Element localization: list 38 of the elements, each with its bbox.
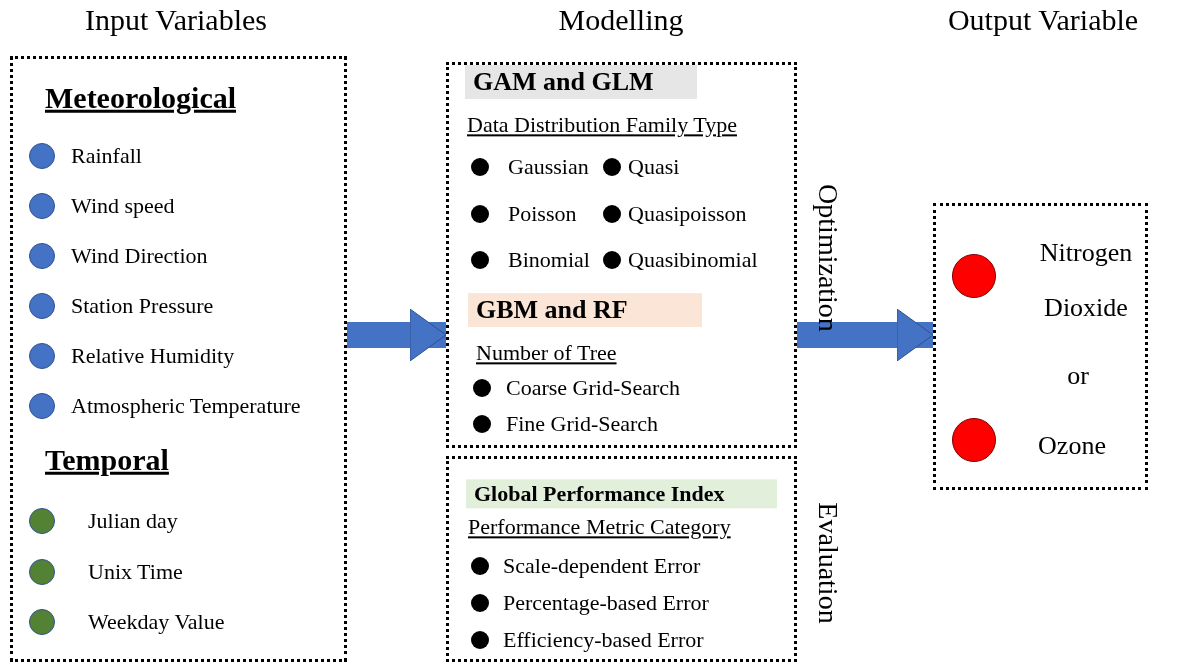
underlined-subheading: Data Distribution Family Type: [467, 112, 737, 138]
list-item: Quasi: [628, 154, 680, 180]
list-item: Atmospheric Temperature: [71, 393, 301, 419]
output-label: Ozone: [1038, 429, 1106, 462]
vertical-label: Evaluation: [812, 502, 844, 624]
list-item: Binomial: [508, 247, 590, 273]
list-item: Percentage-based Error: [503, 590, 709, 616]
list-item: Gaussian: [508, 154, 589, 180]
list-item: Fine Grid-Search: [506, 411, 659, 437]
list-item: Wind speed: [71, 193, 175, 219]
section-heading: Meteorological: [45, 80, 237, 116]
list-item: Station Pressure: [71, 293, 214, 319]
list-item: Scale-dependent Error: [503, 553, 701, 579]
section-heading: Temporal: [45, 442, 169, 478]
list-item: Efficiency-based Error: [503, 627, 704, 653]
list-item: Wind Direction: [71, 243, 208, 269]
dotted-panel: [446, 456, 797, 662]
list-item: Weekday Value: [88, 609, 225, 635]
list-item: Coarse Grid-Search: [506, 375, 681, 401]
list-item: Rainfall: [71, 143, 142, 169]
list-item: Unix Time: [88, 559, 183, 585]
list-item: Relative Humidity: [71, 343, 235, 369]
list-item: Julian day: [88, 508, 178, 534]
underlined-subheading: Number of Tree: [476, 340, 617, 366]
underlined-subheading: Performance Metric Category: [468, 514, 731, 540]
list-item: Poisson: [508, 201, 577, 227]
highlighted-heading: GAM and GLM: [465, 65, 697, 99]
highlighted-heading: Global Performance Index: [466, 479, 777, 509]
vertical-label: Optimization: [812, 184, 844, 332]
output-label: or: [1067, 359, 1089, 392]
column-heading: Modelling: [558, 2, 684, 38]
block-arrow: [347, 308, 447, 362]
highlighted-heading: GBM and RF: [468, 293, 702, 327]
block-arrow: [797, 308, 934, 362]
list-item: Quasipoisson: [628, 201, 747, 227]
list-item: Quasibinomial: [628, 247, 758, 273]
column-heading: Input Variables: [85, 2, 267, 38]
column-heading: Output Variable: [947, 2, 1139, 38]
